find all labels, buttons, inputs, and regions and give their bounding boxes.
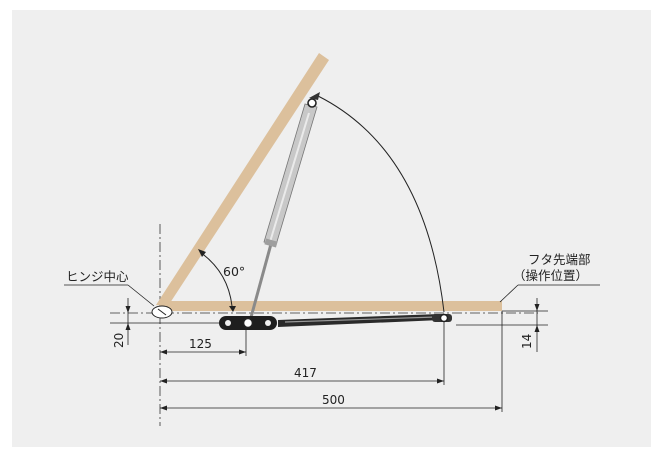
hinge-leader-line [127, 284, 155, 307]
lower-link-highlight [284, 316, 437, 323]
dim-20-arrow-bottom [125, 323, 131, 330]
base-hole-right [265, 320, 271, 326]
tip-label-line1: フタ先端部 [528, 252, 591, 267]
dim-14-arrow-bottom [534, 325, 540, 332]
dim-500-arrow-left [160, 405, 167, 411]
dim-500-label: 500 [322, 393, 345, 407]
diagram-panel [12, 10, 651, 447]
strut-top-pivot [307, 98, 317, 108]
opening-arc [317, 95, 445, 313]
tip-leader-line [499, 284, 519, 303]
angle-arrow-lower [229, 306, 236, 312]
lower-link-arm [278, 314, 441, 327]
dim-20-label: 20 [112, 333, 126, 348]
dim-417-label: 417 [294, 366, 317, 380]
hinge-center-cross [157, 308, 167, 316]
dim-20-arrow-top [125, 306, 131, 313]
angle-arc [199, 251, 233, 307]
dim-14-label: 14 [520, 334, 534, 349]
lid-side-pivot [439, 313, 449, 323]
dim-14-arrow-top [534, 304, 540, 311]
angle-arrow-upper [198, 249, 206, 257]
strut-body-highlight [269, 112, 310, 243]
strut-rod [248, 243, 273, 322]
dim-125-arrow-left [160, 349, 167, 355]
top-bracket [309, 92, 320, 100]
strut-base-pivot [242, 317, 254, 329]
base-hole-left [225, 320, 231, 326]
dim-417-arrow-right [437, 378, 444, 384]
strut-collar [264, 238, 278, 248]
lid-board [156, 53, 329, 306]
angle-label: 60° [223, 264, 245, 279]
dim-125-label: 125 [189, 337, 212, 351]
dim-125-arrow-right [239, 349, 246, 355]
hinge-center-label: ヒンジ中心 [66, 269, 129, 284]
dim-417-arrow-left [160, 378, 167, 384]
fixed-board [160, 301, 502, 311]
tip-label-line2: （操作位置） [513, 268, 588, 283]
dim-500-arrow-right [495, 405, 502, 411]
